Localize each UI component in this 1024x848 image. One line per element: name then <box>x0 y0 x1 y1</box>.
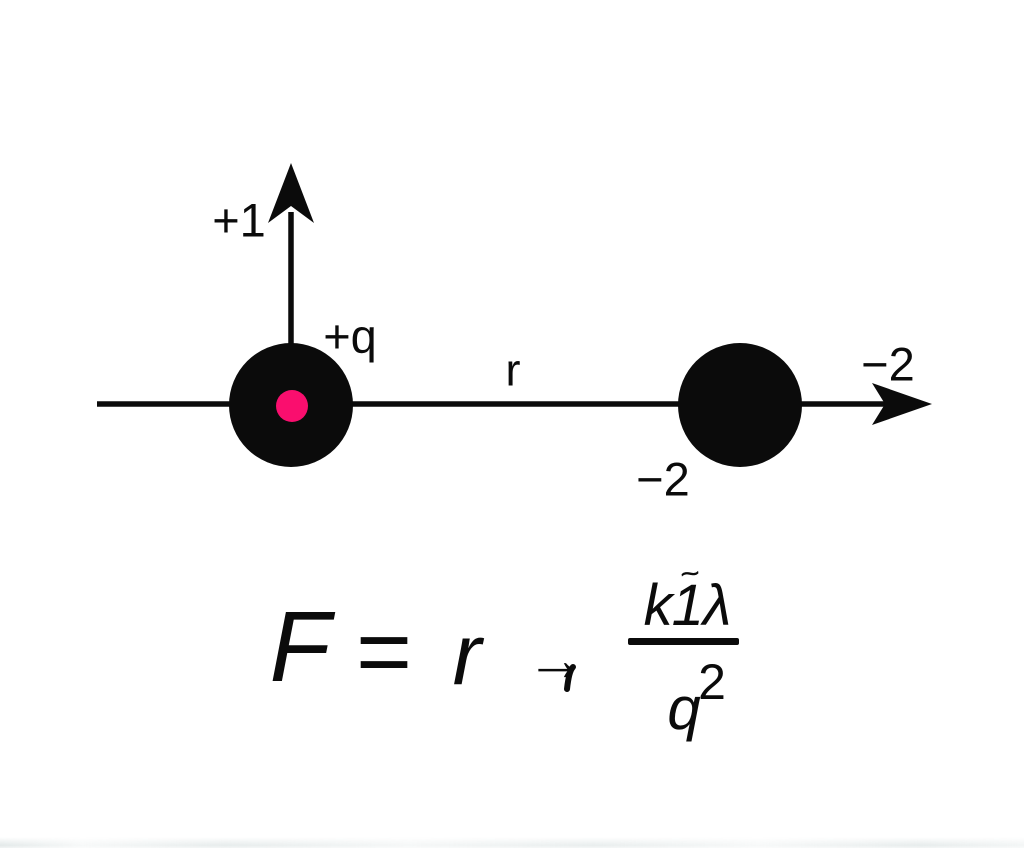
fraction-bar <box>628 638 739 645</box>
formula-denominator-exponent: 2 <box>698 654 726 710</box>
formula-arrow-hook-artifact <box>564 664 576 692</box>
right-charge-label: −2 <box>636 452 690 506</box>
up-arrow-label: +1 <box>212 193 266 247</box>
formula-numerator: k1λ <box>643 573 732 638</box>
formula-lhs: F <box>269 591 331 703</box>
left-charge-label: +q <box>323 309 377 363</box>
left-charge-center-dot <box>276 390 308 422</box>
distance-label: r <box>505 344 521 396</box>
right-charge-circle <box>678 343 802 467</box>
axis-end-label: −2 <box>861 337 915 391</box>
formula-equals-sign: = <box>355 598 413 705</box>
formula-arrow-icon: → <box>526 626 586 693</box>
up-arrowhead-icon <box>268 163 314 223</box>
formula-variable: r <box>452 607 482 703</box>
formula-denominator-base: q <box>667 675 701 742</box>
right-arrowhead-icon <box>872 383 932 425</box>
bottom-edge-artifact <box>0 837 1024 848</box>
